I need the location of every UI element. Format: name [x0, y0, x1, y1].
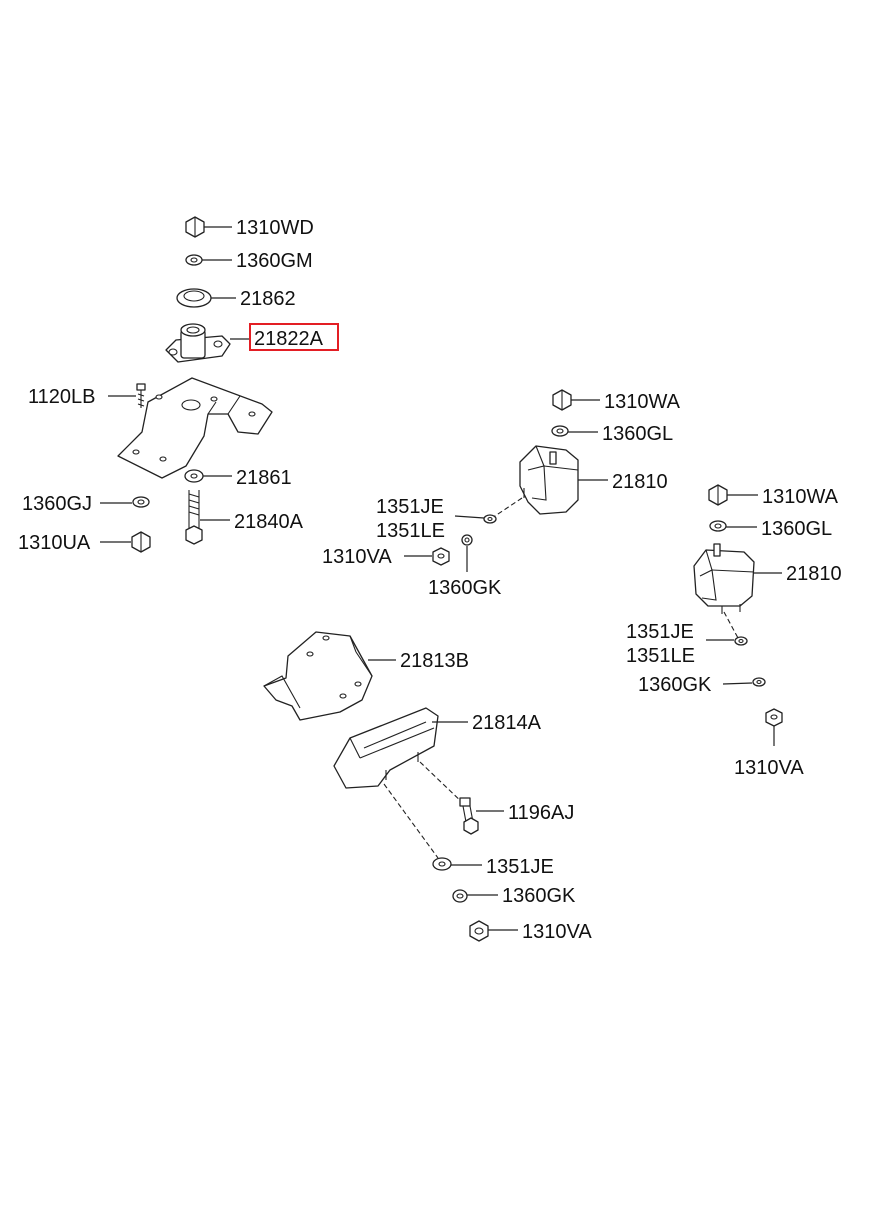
highlight-21822A: [249, 323, 339, 351]
leader-mid-1351JE: [454, 515, 485, 519]
label-1310UA[interactable]: 1310UA: [18, 532, 91, 554]
label-mid-1360GL[interactable]: 1360GL: [602, 423, 673, 445]
label-right-1351LE[interactable]: 1351LE: [626, 645, 695, 667]
label-21813B[interactable]: 21813B: [400, 650, 469, 672]
label-1360GJ[interactable]: 1360GJ: [22, 493, 92, 515]
label-right-1351JE[interactable]: 1351JE: [626, 621, 694, 643]
part-right-21810-mount: [693, 543, 755, 614]
part-bottom-1310VA-nut: [469, 920, 489, 942]
part-1196AJ-bolt: [459, 797, 479, 835]
part-mid-1310WA-nut: [552, 389, 572, 411]
part-right-1310WA-nut: [708, 484, 728, 506]
part-mid-1360GK-washer: [461, 534, 473, 546]
label-1310WD[interactable]: 1310WD: [236, 217, 314, 239]
dash-stud-path: [383, 783, 439, 859]
label-right-1310VA[interactable]: 1310VA: [734, 757, 804, 779]
part-21840A-bolt: [185, 490, 203, 545]
part-mount-bracket: [117, 377, 273, 479]
part-1120LB-bolt: [136, 383, 146, 408]
label-21814A[interactable]: 21814A: [472, 712, 542, 734]
part-1310WD-nut: [185, 216, 205, 238]
label-mid-1310WA[interactable]: 1310WA: [604, 391, 681, 413]
label-1120LB[interactable]: 1120LB: [28, 386, 95, 408]
part-21862-ring: [176, 288, 212, 308]
part-1360GM-washer: [185, 254, 203, 266]
label-bottom-1310VA[interactable]: 1310VA: [522, 921, 592, 943]
part-21813B-insulator: [263, 631, 373, 721]
label-mid-21810[interactable]: 21810: [612, 471, 668, 493]
dash-bolt-path: [419, 761, 467, 807]
part-right-1360GL-washer: [709, 520, 727, 532]
dash-mid-stud: [491, 497, 523, 519]
label-1196AJ[interactable]: 1196AJ: [508, 802, 574, 824]
part-right-1360GK-washer: [752, 677, 766, 687]
label-bottom-1360GK[interactable]: 1360GK: [502, 885, 576, 907]
label-1360GM[interactable]: 1360GM: [236, 250, 313, 272]
part-mid-1351JE-washer: [483, 514, 497, 524]
label-right-1310WA[interactable]: 1310WA: [762, 486, 839, 508]
part-right-1351JE-washer: [734, 636, 748, 646]
label-mid-1351JE[interactable]: 1351JE: [376, 496, 444, 518]
part-1360GJ-washer: [132, 496, 150, 508]
label-right-1360GK[interactable]: 1360GK: [638, 674, 712, 696]
label-mid-1310VA[interactable]: 1310VA: [322, 546, 392, 568]
part-right-1310VA-nut: [765, 708, 783, 727]
part-1310UA-nut: [131, 531, 151, 553]
label-right-21810[interactable]: 21810: [786, 563, 842, 585]
part-21822A-bushing: [165, 323, 231, 363]
dash-right-stud: [723, 611, 739, 639]
part-bottom-1351JE-washer: [432, 857, 452, 871]
label-bottom-1351JE[interactable]: 1351JE: [486, 856, 554, 878]
label-mid-1360GK[interactable]: 1360GK: [428, 577, 502, 599]
part-mid-1310VA-nut: [432, 547, 450, 566]
label-mid-1351LE[interactable]: 1351LE: [376, 520, 445, 542]
part-mid-21810-mount: [519, 445, 579, 515]
label-21822A[interactable]: 21822A: [254, 328, 324, 350]
label-21840A[interactable]: 21840A: [234, 511, 304, 533]
leader-right-1360GK: [722, 682, 753, 685]
label-21861[interactable]: 21861: [236, 467, 292, 489]
part-bottom-1360GK-washer: [452, 889, 468, 903]
label-21862[interactable]: 21862: [240, 288, 296, 310]
label-right-1360GL[interactable]: 1360GL: [761, 518, 832, 540]
part-21861-washer: [184, 469, 204, 483]
part-21814A-bracket: [333, 707, 439, 789]
part-mid-1360GL-washer: [551, 425, 569, 437]
